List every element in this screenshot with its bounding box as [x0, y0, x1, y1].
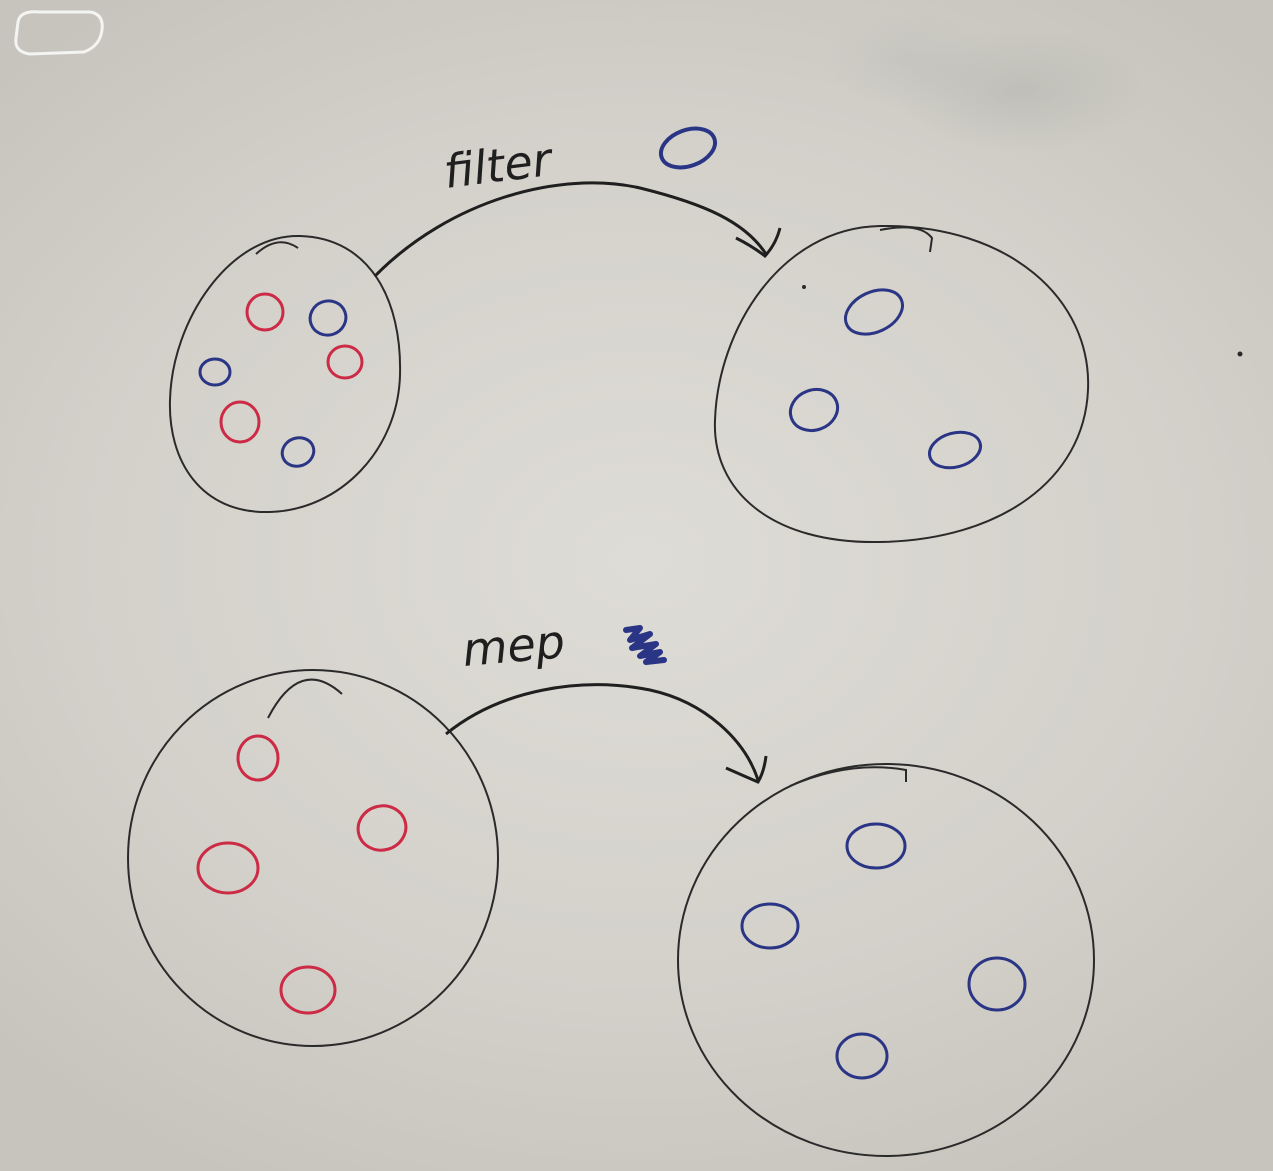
- item-blue: [928, 430, 982, 470]
- map-input-items: [196, 734, 408, 1015]
- item-blue: [788, 387, 840, 433]
- filter-output-set: [713, 224, 1090, 544]
- eraser-icon: [14, 10, 104, 56]
- filter-input-items: [198, 292, 364, 468]
- map-input-set: [127, 669, 499, 1047]
- arrow-head: [725, 755, 768, 784]
- filter-input-set: [168, 234, 402, 514]
- item-red: [236, 734, 280, 782]
- map-input-collection: [127, 669, 499, 1047]
- item-red: [356, 804, 408, 852]
- filter-arrow: [373, 181, 782, 278]
- item-blue: [967, 956, 1027, 1012]
- filter-input-set-tick: [255, 241, 299, 255]
- item-blue: [740, 902, 800, 950]
- item-blue: [835, 1032, 889, 1080]
- filter-output-set-tick: [879, 226, 934, 253]
- filter-output-items: [788, 288, 982, 470]
- map-output-items: [740, 822, 1027, 1080]
- filter-output-collection: [713, 224, 1090, 544]
- map-row: mep: [127, 614, 1095, 1157]
- item-blue: [844, 288, 904, 336]
- item-blue: [845, 822, 907, 870]
- map-output-set: [677, 763, 1095, 1157]
- item-red: [245, 292, 285, 332]
- map-arrow: [445, 683, 768, 784]
- item-red: [219, 400, 261, 444]
- map-output-set-tick: [789, 766, 907, 787]
- map-label: mep: [460, 614, 567, 677]
- item-blue: [308, 299, 348, 337]
- marker-dot: [802, 285, 806, 289]
- arrow-head: [735, 227, 782, 259]
- item-blue: [280, 436, 316, 468]
- item-red: [279, 965, 337, 1015]
- map-output-collection: [677, 763, 1095, 1157]
- filter-input-collection: [168, 234, 402, 514]
- marker-dot: [1237, 351, 1243, 357]
- item-red: [196, 841, 260, 895]
- map-legend-blue-scribble: [623, 625, 667, 665]
- filter-label: filter: [441, 132, 558, 199]
- map-input-set-tick: [267, 678, 343, 719]
- item-red: [326, 344, 364, 380]
- filter-row: filter: [168, 126, 1090, 544]
- item-blue: [198, 357, 232, 387]
- filter-legend-blue-circle: [658, 126, 718, 170]
